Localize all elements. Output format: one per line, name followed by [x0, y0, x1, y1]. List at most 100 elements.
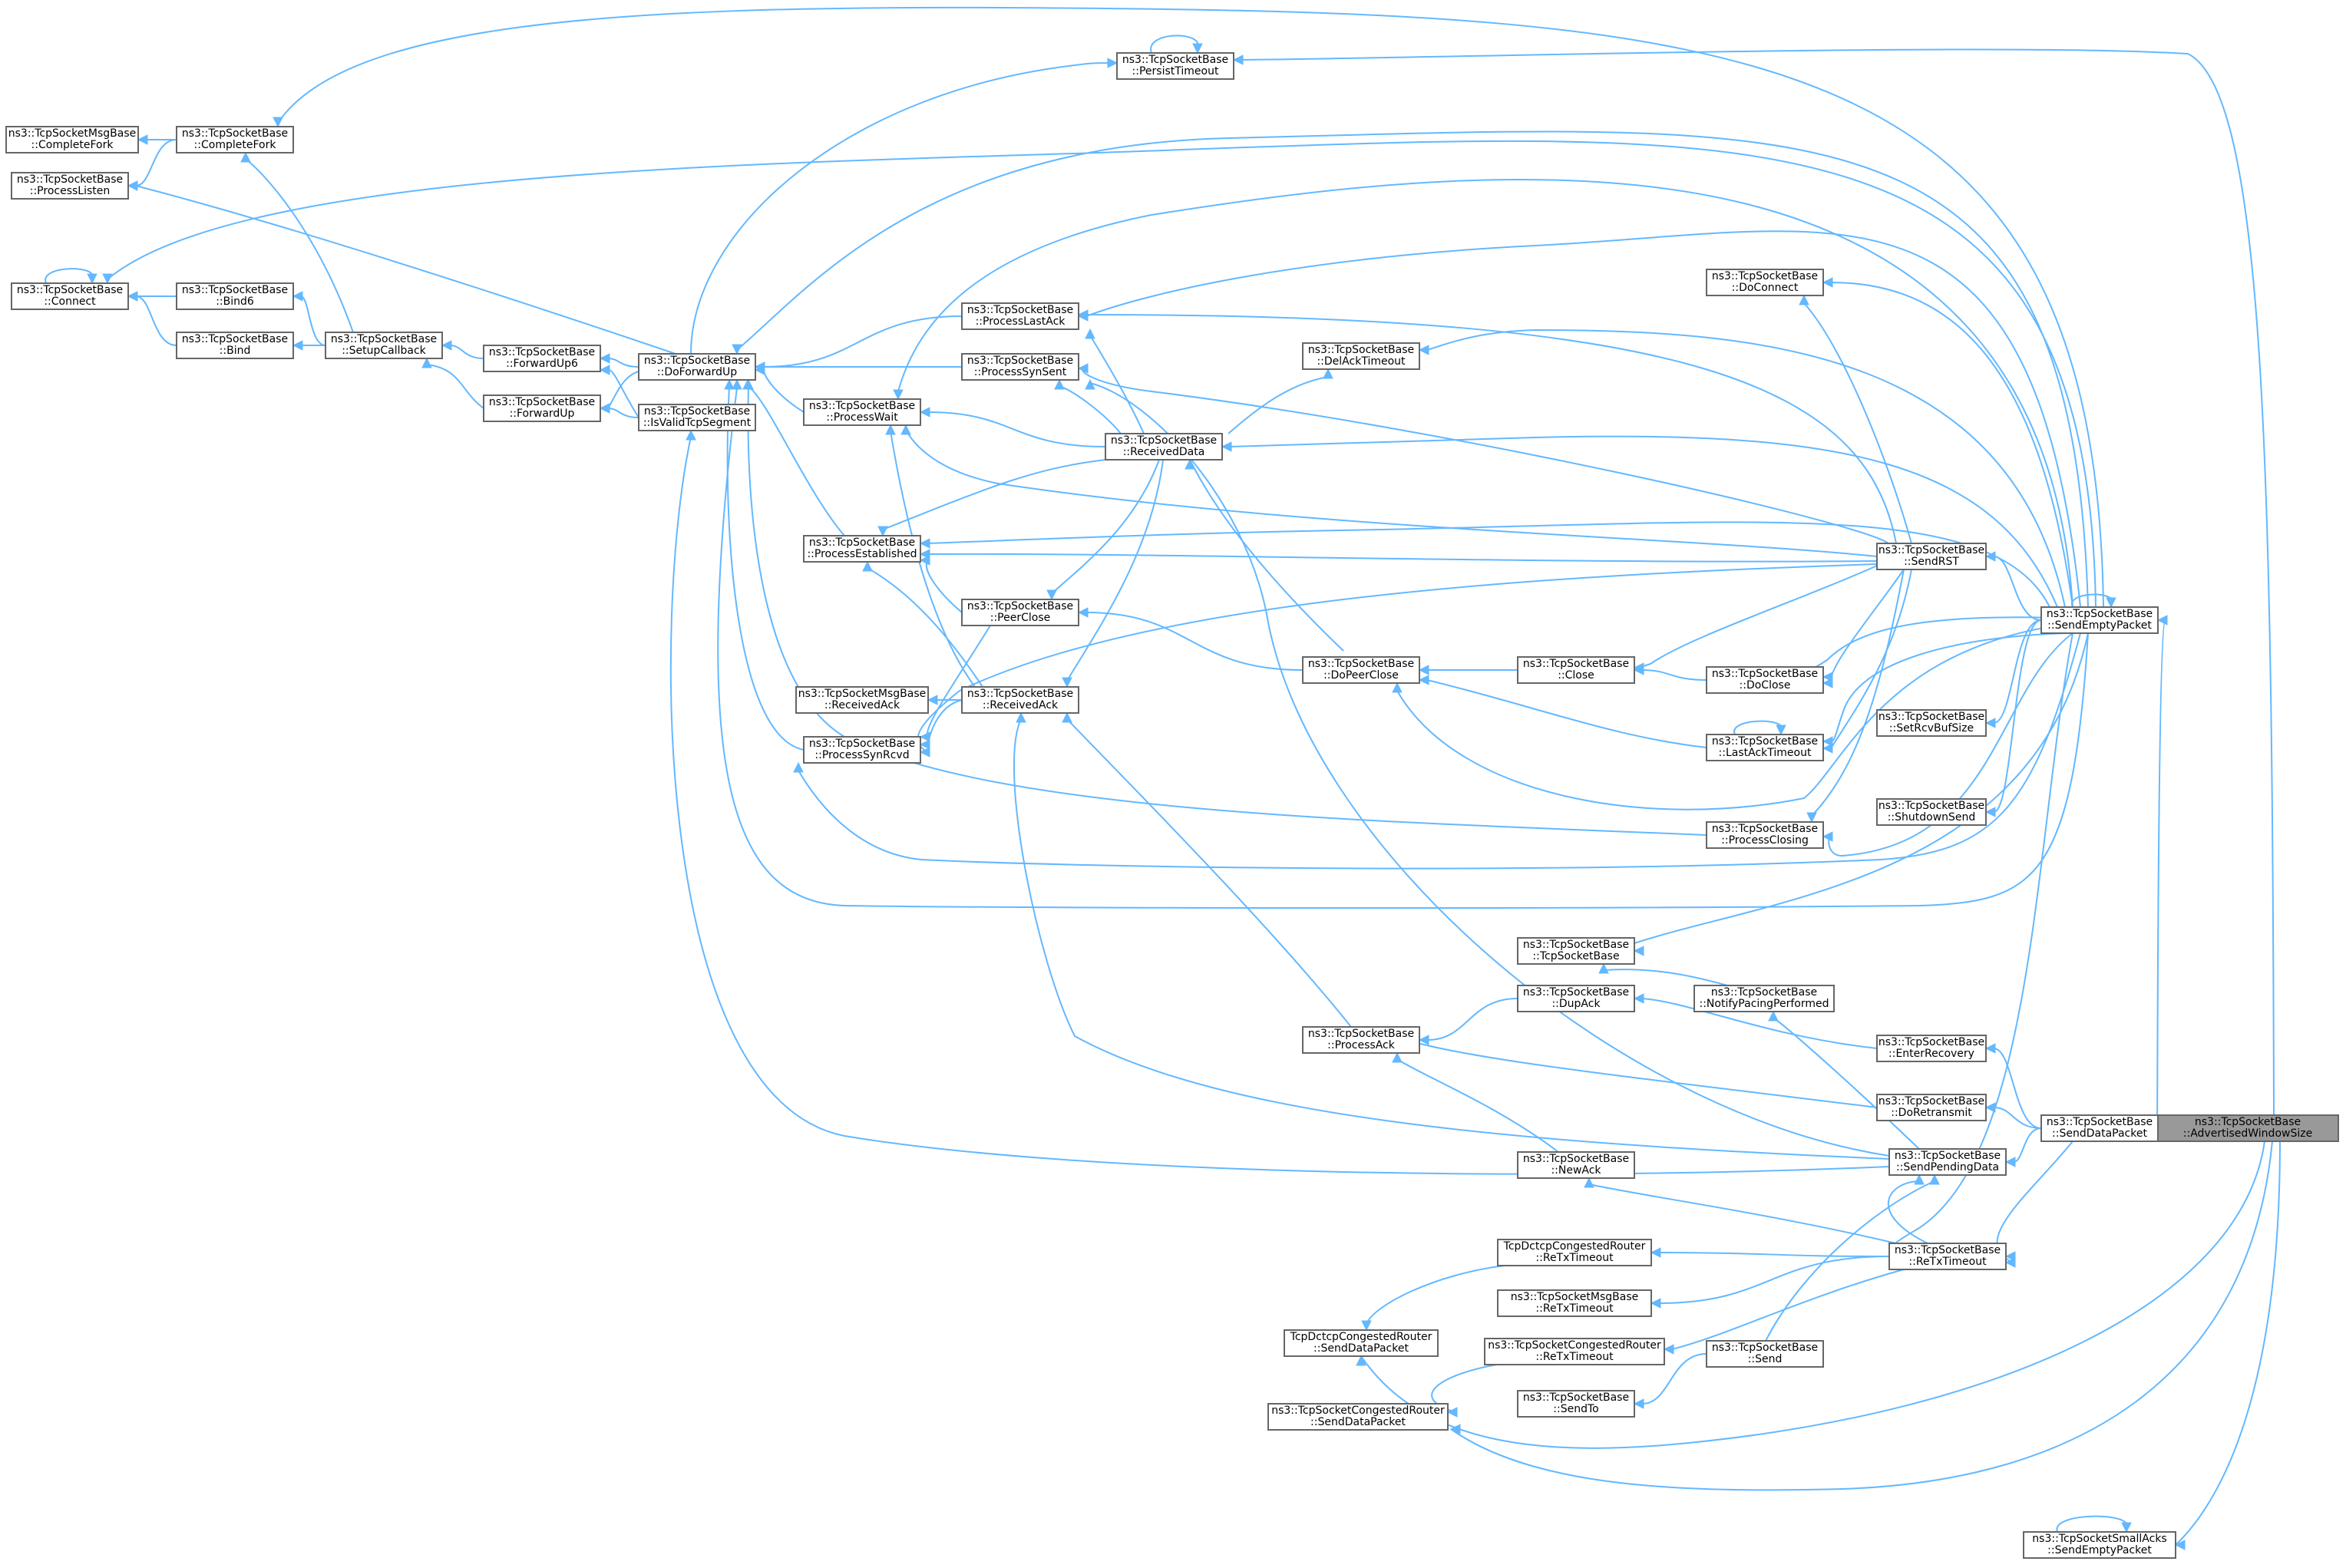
node-do-peer-close[interactable]: ns3::TcpSocketBase::DoPeerClose — [1302, 656, 1420, 684]
node-forward-up[interactable]: ns3::TcpSocketBase::ForwardUp — [483, 394, 601, 422]
node-enter-recovery[interactable]: ns3::TcpSocketBase::EnterRecovery — [1876, 1035, 1987, 1062]
node-bind[interactable]: ns3::TcpSocketBase::Bind — [176, 332, 294, 359]
node-setup-callback[interactable]: ns3::TcpSocketBase::SetupCallback — [325, 332, 443, 359]
node-shutdown-send[interactable]: ns3::TcpSocketBase::ShutdownSend — [1876, 798, 1987, 826]
node-send-rst[interactable]: ns3::TcpSocketBase::SendRST — [1876, 543, 1987, 570]
edge-connect-bind — [127, 291, 177, 346]
node-send[interactable]: ns3::TcpSocketBase::Send — [1706, 1340, 1824, 1368]
node-box — [1302, 656, 1420, 684]
node-new-ack[interactable]: ns3::TcpSocketBase::NewAck — [1517, 1151, 1635, 1179]
edge-fu6-ivt — [599, 365, 639, 418]
node-class-label: ns3::TcpSocketBase — [1878, 1095, 1984, 1108]
edge-received-data — [1221, 435, 2058, 608]
node-dup-ack[interactable]: ns3::TcpSocketBase::DupAck — [1517, 985, 1635, 1012]
node-method-label: ::Close — [1558, 669, 1594, 682]
edge-dctcp-rt-line — [1658, 1252, 1890, 1257]
node-box — [483, 394, 601, 422]
node-last-ack-timeout[interactable]: ns3::TcpSocketBase::LastAckTimeout — [1706, 734, 1824, 761]
edge-pt-dfu-arrowhead — [1107, 58, 1118, 68]
edge-pc-process-established — [919, 555, 963, 613]
node-peer-close[interactable]: ns3::TcpSocketBase::PeerClose — [961, 599, 1079, 626]
node-connect[interactable]: ns3::TcpSocketBase::Connect — [11, 282, 129, 310]
node-class-label: ns3::TcpSocketBase — [489, 346, 595, 358]
edge-send-sendto-line — [1641, 1353, 1707, 1405]
node-box — [176, 126, 294, 153]
edge-rd-del-ack — [1228, 368, 1333, 434]
edge-sa-self-line — [2056, 1515, 2128, 1533]
node-process-last-ack[interactable]: ns3::TcpSocketBase::ProcessLastAck — [961, 302, 1079, 330]
node-send-to[interactable]: ns3::TcpSocketBase::SendTo — [1517, 1390, 1635, 1418]
edge-sc-fu6-line — [449, 345, 484, 359]
edge-pw-do-forward-up — [754, 365, 805, 413]
edge-del-ack-timeout-arrowhead — [1418, 345, 1429, 355]
node-close[interactable]: ns3::TcpSocketBase::Close — [1517, 656, 1635, 684]
node-del-ack-timeout[interactable]: ns3::TcpSocketBase::DelAckTimeout — [1302, 342, 1420, 370]
node-dctcp-retx-timeout[interactable]: TcpDctcpCongestedRouter::ReTxTimeout — [1497, 1239, 1652, 1266]
node-forward-up6[interactable]: ns3::TcpSocketBase::ForwardUp6 — [483, 345, 601, 372]
edge-congested-send-data-packet — [1449, 1141, 2273, 1491]
node-advertised-window-size[interactable]: ns3::TcpSocketBase::AdvertisedWindowSize — [2156, 1114, 2339, 1142]
node-do-connect[interactable]: ns3::TcpSocketBase::DoConnect — [1706, 269, 1824, 296]
node-received-ack[interactable]: ns3::TcpSocketBase::ReceivedAck — [961, 686, 1079, 714]
node-process-syn-sent[interactable]: ns3::TcpSocketBase::ProcessSynSent — [961, 353, 1079, 381]
node-msg-retx-timeout[interactable]: ns3::TcpSocketMsgBase::ReTxTimeout — [1497, 1289, 1652, 1317]
node-send-data-packet[interactable]: ns3::TcpSocketBase::SendDataPacket — [2040, 1114, 2159, 1142]
edge-pl-cf-line — [135, 139, 177, 187]
edge-pt-self — [1150, 35, 1203, 54]
node-method-label: ::AdvertisedWindowSize — [2183, 1127, 2312, 1140]
node-do-close[interactable]: ns3::TcpSocketBase::DoClose — [1706, 666, 1824, 694]
edge-ra-msg — [927, 695, 962, 705]
node-dctcp-send-data-packet[interactable]: TcpDctcpCongestedRouter::SendDataPacket — [1284, 1329, 1439, 1357]
edge-na-rt-arrowhead — [1584, 1177, 1594, 1188]
node-process-closing[interactable]: ns3::TcpSocketBase::ProcessClosing — [1706, 821, 1824, 849]
node-box — [2023, 1531, 2176, 1559]
node-small-acks-send-empty-packet[interactable]: ns3::TcpSocketSmallAcks::SendEmptyPacket — [2023, 1531, 2176, 1559]
node-method-label: ::ReTxTimeout — [1535, 1302, 1614, 1315]
node-method-label: ::ProcessSynSent — [974, 366, 1067, 378]
edge-dr-sdp — [1984, 1102, 2042, 1129]
node-method-label: ::TcpSocketBase — [1532, 950, 1619, 962]
node-method-label: ::Connect — [44, 295, 96, 308]
edge-pt-dfu-line — [690, 62, 1112, 355]
node-is-valid-tcp-segment[interactable]: ns3::TcpSocketBase::IsValidTcpSegment — [638, 404, 756, 431]
node-congested-retx-timeout[interactable]: ns3::TcpSocketCongestedRouter::ReTxTimeo… — [1484, 1338, 1665, 1365]
node-do-forward-up[interactable]: ns3::TcpSocketBase::DoForwardUp — [638, 353, 756, 381]
node-tcp-socket-base[interactable]: ns3::TcpSocketBase::TcpSocketBase — [1517, 937, 1635, 965]
node-send-empty-packet[interactable]: ns3::TcpSocketBase::SendEmptyPacket — [2040, 606, 2159, 634]
edge-rd-peer-close-line — [1051, 459, 1160, 594]
edge-rst-close-line — [1641, 565, 1878, 668]
edge-rt-sdp-line — [1996, 1141, 2073, 1263]
node-box — [1876, 709, 1987, 737]
node-method-label: ::SetRcvBufSize — [1889, 722, 1974, 734]
node-notify-pacing-performed[interactable]: ns3::TcpSocketBase::NotifyPacingPerforme… — [1693, 985, 1835, 1012]
node-class-label: ns3::TcpSocketBase — [1712, 823, 1818, 835]
edge-do-peer-close — [1392, 625, 2058, 810]
node-class-label: ns3::TcpSocketBase — [1712, 270, 1818, 282]
node-msg-complete-fork[interactable]: ns3::TcpSocketMsgBase::CompleteFork — [5, 126, 139, 153]
node-retx-timeout[interactable]: ns3::TcpSocketBase::ReTxTimeout — [1888, 1243, 2007, 1270]
node-do-retransmit[interactable]: ns3::TcpSocketBase::DoRetransmit — [1876, 1094, 1987, 1121]
edge-process-wait — [893, 178, 2073, 608]
node-method-label: ::DoConnect — [1732, 282, 1799, 294]
node-process-listen[interactable]: ns3::TcpSocketBase::ProcessListen — [11, 172, 129, 200]
node-set-rcv-buf-size[interactable]: ns3::TcpSocketBase::SetRcvBufSize — [1876, 709, 1987, 737]
node-persist-timeout[interactable]: ns3::TcpSocketBase::PersistTimeout — [1116, 52, 1234, 80]
edge-pc-process-established-line — [925, 560, 963, 613]
node-complete-fork[interactable]: ns3::TcpSocketBase::CompleteFork — [176, 126, 294, 153]
node-process-syn-rcvd[interactable]: ns3::TcpSocketBase::ProcessSynRcvd — [803, 736, 921, 764]
edge-sc-fu-arrowhead — [421, 357, 432, 368]
node-bind6[interactable]: ns3::TcpSocketBase::Bind6 — [176, 282, 294, 310]
node-process-established[interactable]: ns3::TcpSocketBase::ProcessEstablished — [803, 535, 921, 563]
edges-layer — [45, 6, 2281, 1550]
edge-bind6-sc-line — [300, 295, 326, 346]
node-process-wait[interactable]: ns3::TcpSocketBase::ProcessWait — [803, 398, 921, 426]
edge-connect-line — [107, 140, 2097, 608]
edge-ra-spd-line — [1013, 718, 1890, 1160]
node-box — [803, 398, 921, 426]
node-received-data[interactable]: ns3::TcpSocketBase::ReceivedData — [1105, 433, 1223, 460]
edge-send-sendto-arrowhead — [1633, 1398, 1644, 1409]
node-congested-send-data-packet[interactable]: ns3::TcpSocketCongestedRouter::SendDataP… — [1267, 1403, 1449, 1431]
node-process-ack[interactable]: ns3::TcpSocketBase::ProcessAck — [1302, 1026, 1420, 1054]
node-msg-received-ack[interactable]: ns3::TcpSocketMsgBase::ReceivedAck — [795, 686, 929, 714]
node-send-pending-data[interactable]: ns3::TcpSocketBase::SendPendingData — [1888, 1148, 2007, 1176]
